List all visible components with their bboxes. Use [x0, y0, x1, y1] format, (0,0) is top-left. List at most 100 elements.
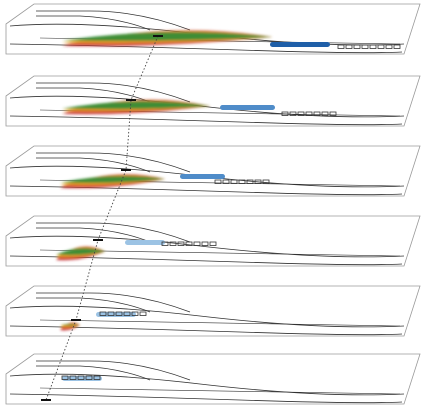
car	[209, 241, 217, 246]
car	[214, 179, 222, 184]
on-ramp-line	[36, 297, 151, 313]
car	[246, 179, 254, 184]
tracked-vehicle-marker	[93, 239, 103, 241]
on-ramp-line	[36, 152, 191, 173]
car	[161, 241, 169, 246]
car-row	[214, 179, 270, 184]
road-panel	[5, 75, 421, 127]
on-ramp-line	[36, 292, 191, 313]
car	[313, 111, 321, 116]
car	[185, 241, 193, 246]
tracked-vehicle-marker	[121, 169, 131, 171]
car	[123, 311, 131, 316]
heatmap-band	[62, 32, 272, 42]
heatmap-band	[60, 175, 165, 184]
car	[193, 241, 201, 246]
car	[385, 44, 393, 49]
road-edge-bottom	[9, 393, 403, 404]
car-row	[161, 241, 217, 246]
car-row	[337, 44, 401, 49]
heatmap	[56, 246, 105, 261]
road-edge-top	[9, 235, 405, 258]
car	[93, 375, 101, 380]
car-row	[281, 111, 337, 116]
on-ramp-line	[36, 157, 151, 173]
panel-stack	[5, 3, 421, 405]
car-row	[99, 311, 147, 316]
heatmap	[60, 322, 80, 331]
car-row	[61, 375, 101, 380]
car	[297, 111, 305, 116]
tracked-vehicle-marker	[153, 35, 163, 37]
on-ramp-line	[36, 82, 191, 103]
road-panel	[5, 3, 421, 55]
car	[369, 44, 377, 49]
car	[169, 241, 177, 246]
vehicle-platoon	[180, 174, 225, 179]
car	[262, 179, 270, 184]
road-edge-top	[9, 373, 405, 396]
car	[353, 44, 361, 49]
car	[115, 311, 123, 316]
car	[345, 44, 353, 49]
on-ramp-line	[36, 227, 151, 243]
heatmap-band	[62, 101, 210, 110]
car	[85, 375, 93, 380]
car	[177, 241, 185, 246]
heatmap	[60, 174, 165, 189]
car	[289, 111, 297, 116]
car	[230, 179, 238, 184]
tracked-vehicle-marker	[71, 319, 81, 321]
tracked-vehicle-marker	[41, 399, 51, 401]
tracking-connector-line	[45, 35, 159, 401]
on-ramp-line	[36, 222, 191, 243]
panel-sheet	[5, 215, 421, 267]
heatmap-band	[56, 248, 105, 256]
panel-sheet	[5, 3, 421, 55]
lane-line	[39, 387, 401, 395]
road-panel	[5, 353, 421, 405]
car	[361, 44, 369, 49]
car	[377, 44, 385, 49]
car	[139, 311, 147, 316]
car	[222, 179, 230, 184]
car	[337, 44, 345, 49]
car	[238, 179, 246, 184]
road-edge-bottom	[9, 115, 403, 126]
tracked-vehicle-marker	[126, 99, 136, 101]
panel-sheet	[5, 285, 421, 337]
lane-line	[39, 319, 401, 327]
panel-sheet	[5, 145, 421, 197]
vehicle-platoon	[220, 105, 275, 110]
car	[201, 241, 209, 246]
car	[131, 311, 139, 316]
tracking-connector	[41, 35, 163, 401]
panel-sheet	[5, 75, 421, 127]
car	[393, 44, 401, 49]
car	[254, 179, 262, 184]
road-panel	[5, 145, 421, 197]
on-ramp-line	[36, 87, 151, 103]
on-ramp-line	[36, 10, 191, 31]
on-ramp-line	[36, 365, 151, 381]
road-edge-top	[9, 305, 405, 328]
vehicle-platoon	[125, 240, 165, 245]
vehicle-platoon	[270, 42, 330, 47]
on-ramp-line	[36, 15, 151, 31]
car	[321, 111, 329, 116]
heatmap	[62, 30, 272, 47]
car	[99, 311, 107, 316]
car	[281, 111, 289, 116]
car	[329, 111, 337, 116]
car	[305, 111, 313, 116]
panel-sheet	[5, 353, 421, 405]
heatmap-band	[60, 324, 80, 326]
car	[69, 375, 77, 380]
car	[107, 311, 115, 316]
car	[77, 375, 85, 380]
heatmap	[62, 99, 210, 115]
on-ramp-line	[36, 360, 191, 381]
car	[61, 375, 69, 380]
